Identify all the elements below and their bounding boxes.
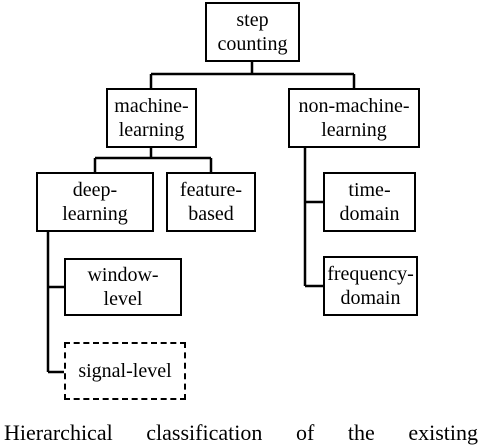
node-time-domain: time- domain — [323, 172, 416, 232]
node-frequency-domain: frequency- domain — [323, 256, 418, 316]
figure-caption: Hierarchical classification of the exist… — [4, 420, 478, 445]
classification-tree-diagram: step counting machine- learning non-mach… — [4, 2, 478, 445]
node-step-counting: step counting — [205, 2, 300, 62]
node-non-machine-learning: non-machine- learning — [288, 88, 420, 148]
edge-root-children — [149, 62, 356, 88]
connector-lines — [46, 62, 356, 374]
edge-nml-children — [303, 148, 323, 288]
edge-dl-children — [46, 232, 64, 374]
node-deep-learning: deep- learning — [36, 172, 154, 232]
node-feature-based: feature- based — [166, 172, 256, 232]
node-machine-learning: machine- learning — [106, 88, 197, 148]
edge-ml-children — [93, 148, 213, 172]
node-signal-level: signal-level — [64, 342, 186, 400]
node-window-level: window- level — [64, 258, 182, 316]
